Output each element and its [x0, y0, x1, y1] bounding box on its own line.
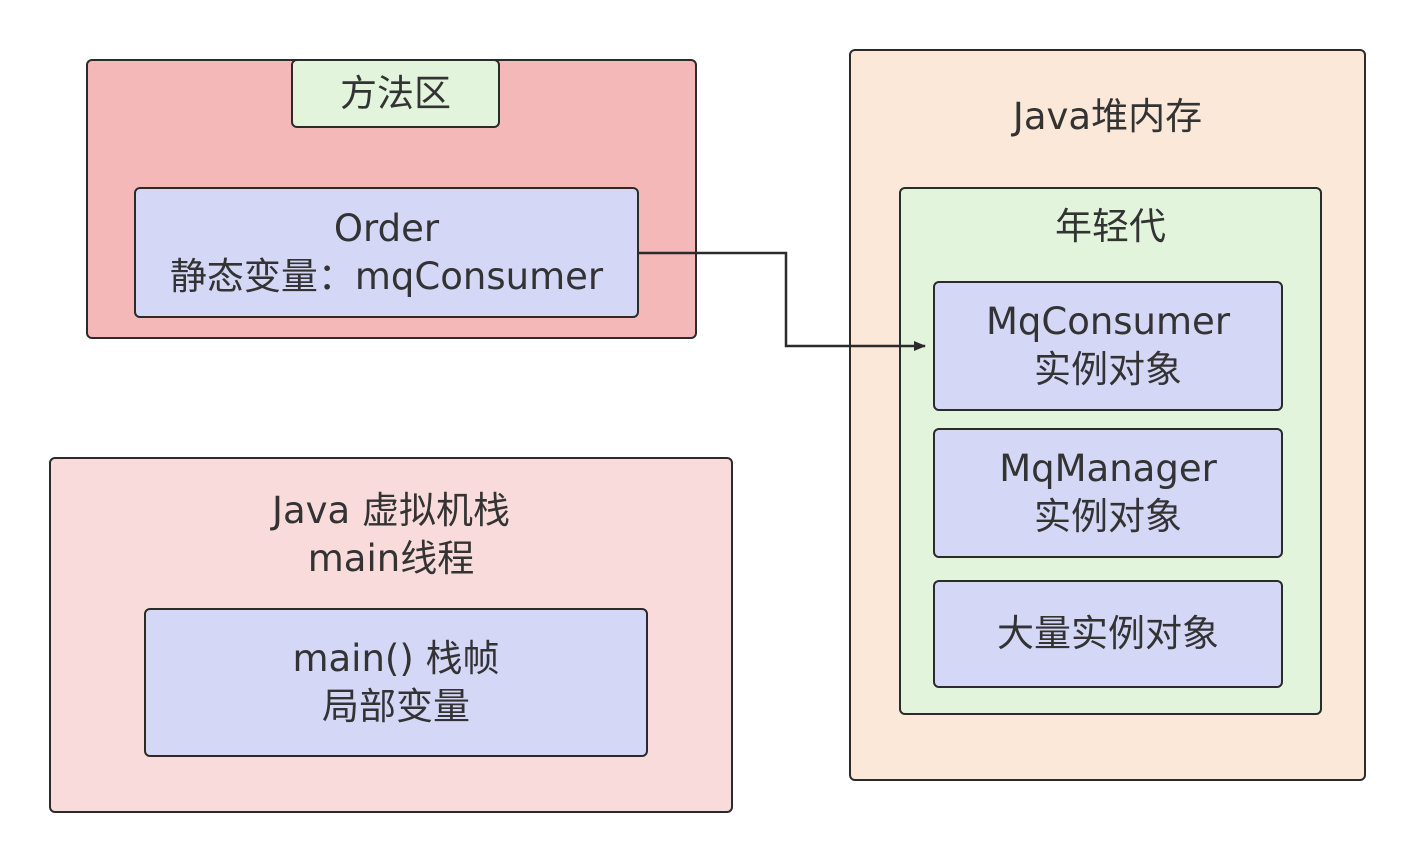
mqmanager-object-name: MqManager	[999, 447, 1217, 490]
mqmanager-object: MqManager 实例对象	[933, 428, 1283, 558]
main-stack-frame-line1: main() 栈帧	[292, 636, 500, 680]
method-area-title-box: 方法区	[291, 59, 500, 128]
main-stack-frame: main() 栈帧 局部变量	[144, 608, 648, 757]
main-stack-frame-line2: 局部变量	[322, 684, 470, 728]
mqconsumer-object-type: 实例对象	[1034, 348, 1182, 391]
mqmanager-object-type: 实例对象	[1034, 495, 1182, 538]
young-generation-title: 年轻代	[1055, 205, 1166, 248]
mqconsumer-object: MqConsumer 实例对象	[933, 281, 1283, 411]
order-class-name: Order	[333, 206, 440, 250]
jvm-stack-title-line2: main线程	[307, 537, 475, 580]
many-objects-label: 大量实例对象	[997, 612, 1219, 655]
java-heap-title: Java堆内存	[1012, 95, 1203, 138]
order-static-field: 静态变量：mqConsumer	[169, 254, 604, 298]
many-objects: 大量实例对象	[933, 580, 1283, 688]
jvm-stack-title: Java 虚拟机栈 main线程	[51, 487, 731, 583]
mqconsumer-object-name: MqConsumer	[985, 300, 1231, 343]
order-class-box: Order 静态变量：mqConsumer	[134, 187, 639, 318]
method-area-title: 方法区	[340, 71, 451, 115]
jvm-stack-title-line1: Java 虚拟机栈	[272, 489, 510, 532]
